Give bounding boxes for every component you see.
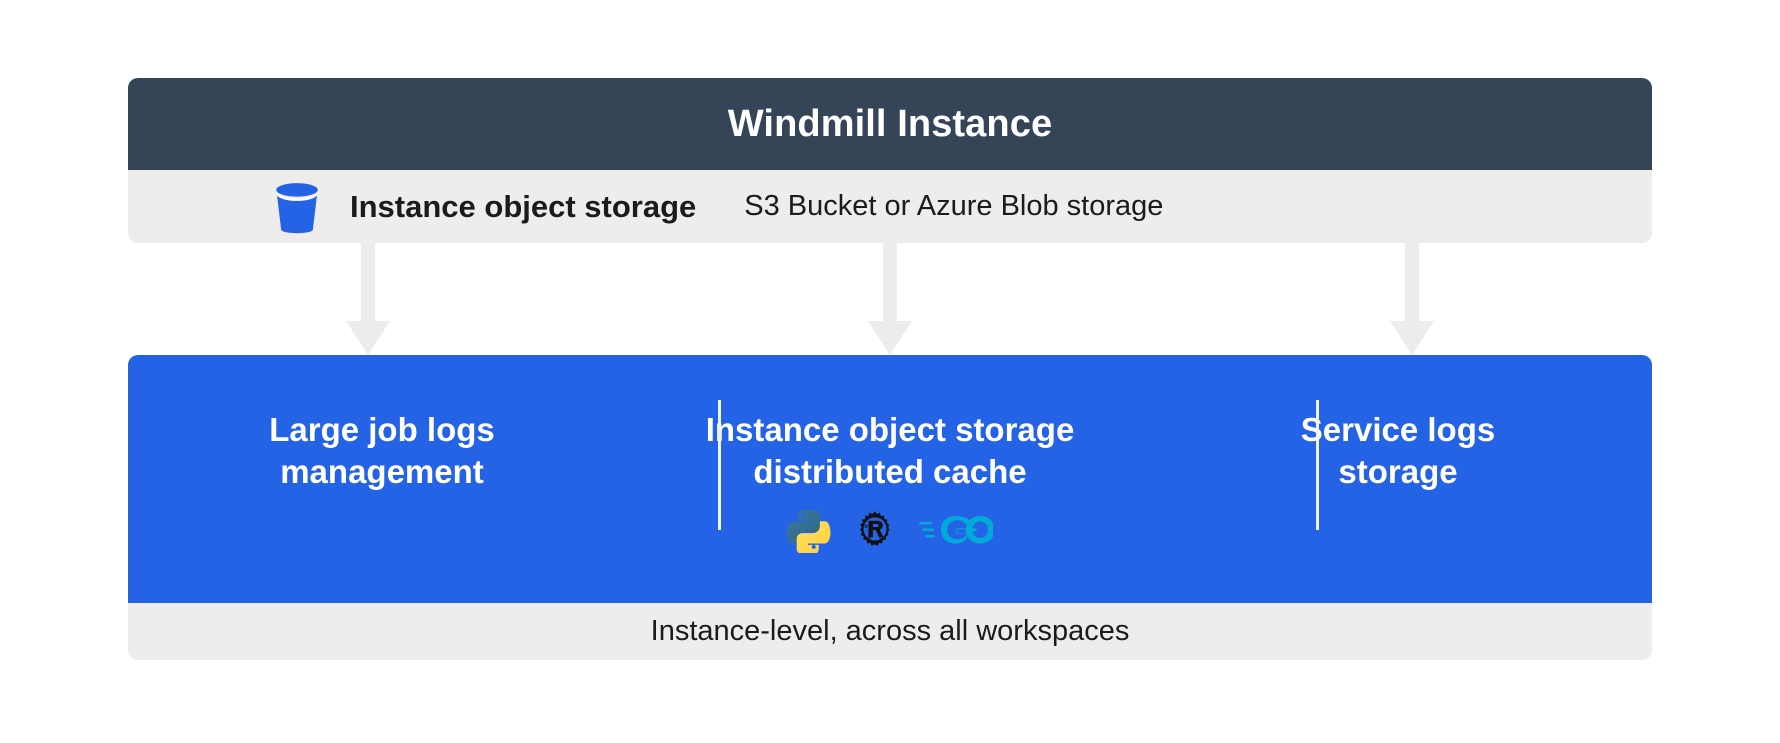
language-icons xyxy=(636,509,1144,554)
footnote-text: Instance-level, across all workspaces xyxy=(650,615,1130,647)
arrow-head-icon xyxy=(868,321,912,355)
feature-title: Large job logs management xyxy=(269,411,495,491)
footnote-row: Instance-level, across all workspaces xyxy=(128,603,1652,660)
column-divider xyxy=(718,400,721,530)
bucket-icon xyxy=(276,182,318,233)
python-icon xyxy=(787,510,831,554)
instance-header: Windmill Instance xyxy=(128,78,1652,170)
arrow-head-icon xyxy=(346,321,390,355)
storage-label: Instance object storage xyxy=(350,188,697,224)
arrow-to-distributed-cache xyxy=(868,243,912,355)
storage-sublabel: S3 Bucket or Azure Blob storage xyxy=(744,190,1164,222)
go-icon xyxy=(919,516,993,544)
feature-title: Instance object storage distributed cach… xyxy=(705,411,1075,491)
features-row: Large job logs management Instance objec… xyxy=(128,355,1652,603)
arrow-shaft xyxy=(361,243,375,323)
rust-icon xyxy=(859,511,890,547)
instance-object-storage-row: Instance object storage S3 Bucket or Azu… xyxy=(128,170,1652,243)
feature-large-job-logs: Large job logs management xyxy=(128,355,636,493)
page-title: Windmill Instance xyxy=(727,103,1053,145)
arrow-shaft xyxy=(883,243,897,323)
feature-distributed-cache: Instance object storage distributed cach… xyxy=(636,355,1144,554)
arrow-head-icon xyxy=(1390,321,1434,355)
arrow-to-large-job-logs xyxy=(346,243,390,355)
column-divider xyxy=(1316,400,1319,530)
feature-title: Service logs storage xyxy=(1300,411,1496,491)
instance-card: Windmill Instance Instance object storag… xyxy=(128,78,1652,243)
arrow-to-service-logs xyxy=(1390,243,1434,355)
features-card: Large job logs management Instance objec… xyxy=(128,355,1652,660)
arrow-shaft xyxy=(1405,243,1419,323)
feature-service-logs: Service logs storage xyxy=(1144,355,1652,493)
